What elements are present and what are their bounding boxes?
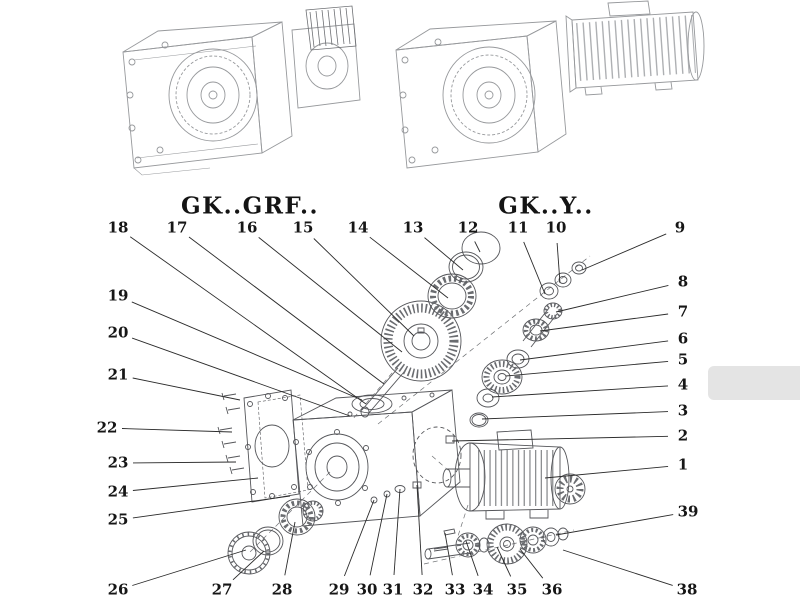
leader-line-28 — [284, 521, 296, 576]
part-number-28: 28 — [271, 580, 293, 599]
leader-line-27 — [232, 550, 265, 581]
leader-line-19 — [131, 301, 363, 401]
main-gear-assembly — [360, 231, 501, 418]
part-number-32: 32 — [412, 580, 434, 599]
leader-line-21 — [132, 377, 241, 401]
part-number-24: 24 — [107, 482, 129, 501]
leader-line-14 — [369, 236, 449, 299]
leader-line-5 — [505, 360, 669, 377]
leader-line-2 — [451, 435, 669, 442]
part-number-21: 21 — [107, 365, 129, 384]
motor-drawing — [565, 0, 705, 96]
leader-line-12 — [474, 241, 481, 253]
leader-line-24 — [132, 477, 259, 491]
gray-artifact-patch — [708, 366, 800, 400]
leader-line-16 — [258, 237, 403, 353]
part-number-39: 39 — [677, 502, 699, 521]
part-number-33: 33 — [444, 580, 466, 599]
leader-line-17 — [188, 236, 385, 385]
leader-line-9 — [581, 233, 667, 271]
leader-line-25 — [132, 495, 291, 519]
part-number-8: 8 — [677, 272, 689, 291]
part-number-34: 34 — [472, 580, 494, 599]
part-number-14: 14 — [347, 218, 369, 237]
part-number-13: 13 — [402, 218, 424, 237]
part-number-1: 1 — [677, 455, 689, 474]
part-number-5: 5 — [677, 350, 689, 369]
part-number-38: 38 — [676, 580, 698, 599]
part-number-23: 23 — [107, 453, 129, 472]
leader-line-30 — [369, 493, 388, 576]
part-number-22: 22 — [96, 418, 118, 437]
leader-line-33 — [444, 532, 453, 576]
leader-line-29 — [343, 499, 375, 577]
motor-exploded — [442, 429, 586, 520]
part-number-3: 3 — [677, 401, 689, 420]
leader-line-3 — [481, 411, 669, 420]
leader-line-34 — [465, 540, 479, 576]
part-number-6: 6 — [677, 329, 689, 348]
output-shaft-assembly — [424, 523, 569, 565]
part-number-27: 27 — [211, 580, 233, 599]
part-number-11: 11 — [507, 218, 529, 237]
leader-line-6 — [519, 340, 669, 361]
part-number-16: 16 — [236, 218, 258, 237]
leader-line-11 — [523, 241, 546, 295]
housing — [292, 389, 462, 527]
part-number-31: 31 — [382, 580, 404, 599]
output-cover-parts — [227, 498, 324, 575]
leader-line-15 — [313, 238, 415, 337]
model-title-grf: GK..GRF.. — [181, 192, 319, 220]
leader-line-39 — [555, 514, 674, 536]
hatched-cover — [305, 5, 357, 51]
part-number-4: 4 — [677, 375, 689, 394]
part-number-29: 29 — [328, 580, 350, 599]
exploded-view — [217, 231, 591, 575]
gearbox-grf-drawing — [122, 5, 361, 176]
leader-line-22 — [121, 428, 233, 433]
gearbox-y-drawing — [395, 0, 705, 169]
part-number-17: 17 — [166, 218, 188, 237]
leader-line-31 — [393, 488, 401, 576]
leader-line-26 — [132, 549, 247, 586]
part-number-19: 19 — [107, 286, 129, 305]
leader-line-7 — [539, 313, 669, 332]
leader-line-20 — [131, 337, 351, 417]
part-number-20: 20 — [107, 323, 129, 342]
part-number-15: 15 — [292, 218, 314, 237]
leader-line-13 — [424, 237, 464, 271]
leader-line-38 — [562, 549, 673, 586]
part-number-30: 30 — [356, 580, 378, 599]
assembly-axis-lines — [249, 255, 591, 565]
part-number-26: 26 — [107, 580, 129, 599]
leader-line-10 — [556, 242, 561, 284]
part-number-25: 25 — [107, 510, 129, 529]
part-number-2: 2 — [677, 426, 689, 445]
model-title-y: GK..Y.. — [498, 192, 594, 220]
part-number-7: 7 — [677, 302, 689, 321]
part-number-18: 18 — [107, 218, 129, 237]
leader-line-18 — [129, 236, 367, 405]
leader-line-35 — [496, 546, 512, 577]
leader-line-23 — [132, 461, 237, 464]
leader-line-8 — [555, 284, 669, 313]
part-number-10: 10 — [545, 218, 567, 237]
part-number-12: 12 — [457, 218, 479, 237]
leader-line-32 — [416, 484, 423, 576]
leader-line-1 — [544, 465, 669, 479]
part-number-35: 35 — [506, 580, 528, 599]
leader-line-36 — [519, 548, 544, 579]
leader-line-4 — [491, 385, 669, 398]
part-number-36: 36 — [541, 580, 563, 599]
part-number-9: 9 — [674, 218, 686, 237]
